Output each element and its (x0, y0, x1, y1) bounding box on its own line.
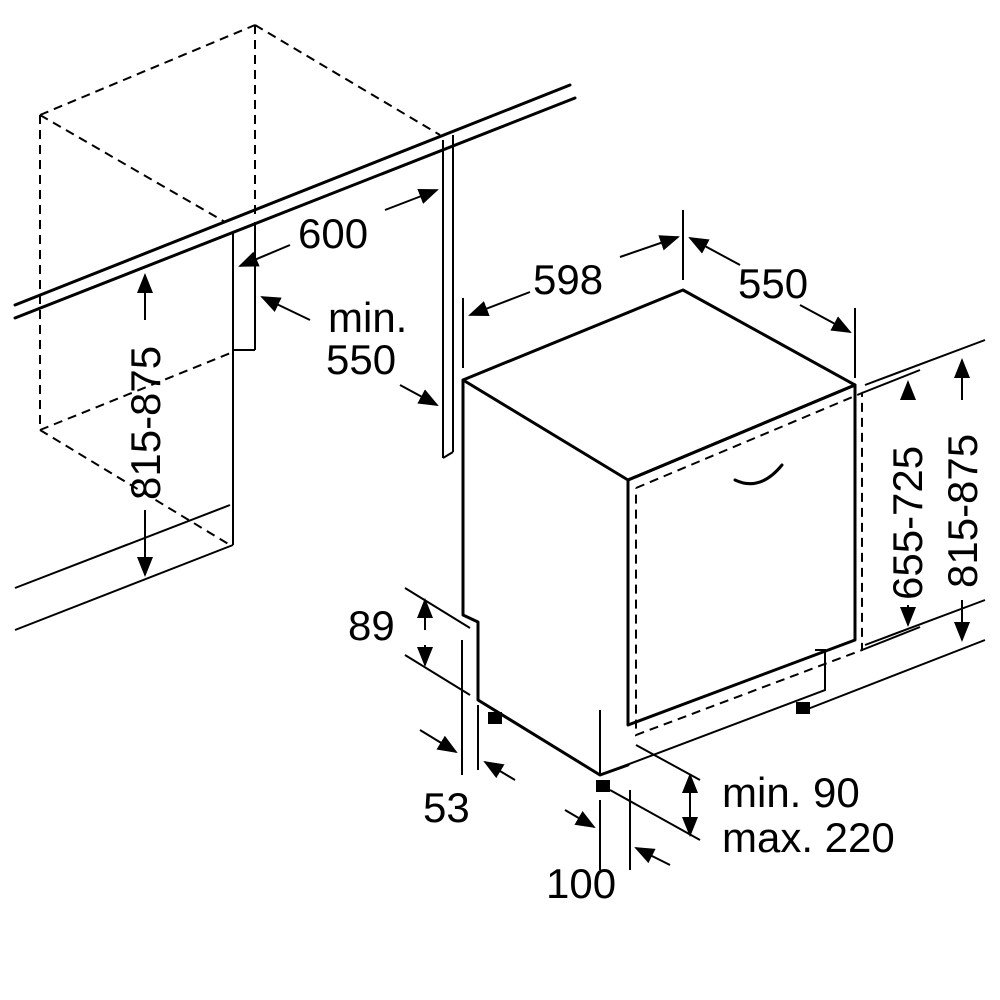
niche-depth-value-label: 550 (326, 336, 396, 383)
plinth-min-label: min. 90 (722, 769, 860, 816)
niche-walls (14, 135, 454, 631)
niche-height-left-label: 815-875 (122, 346, 169, 500)
appliance-depth-label: 550 (738, 260, 808, 307)
plinth-max-label: max. 220 (722, 814, 895, 861)
niche-height-right-label: 815-875 (939, 434, 986, 588)
plinth-offset-label: 100 (546, 860, 616, 907)
dimension-lines (137, 188, 986, 870)
dishwasher-body (461, 288, 863, 792)
dashed-cabinet-outline (39, 24, 441, 546)
door-height-label: 655-725 (884, 446, 931, 600)
niche-width-label: 600 (298, 210, 368, 257)
niche-depth-min-label: min. (328, 294, 407, 341)
appliance-width-label: 598 (533, 256, 603, 303)
kick-depth-label: 53 (423, 784, 470, 831)
kick-height-label: 89 (348, 602, 395, 649)
countertop (13, 83, 577, 320)
